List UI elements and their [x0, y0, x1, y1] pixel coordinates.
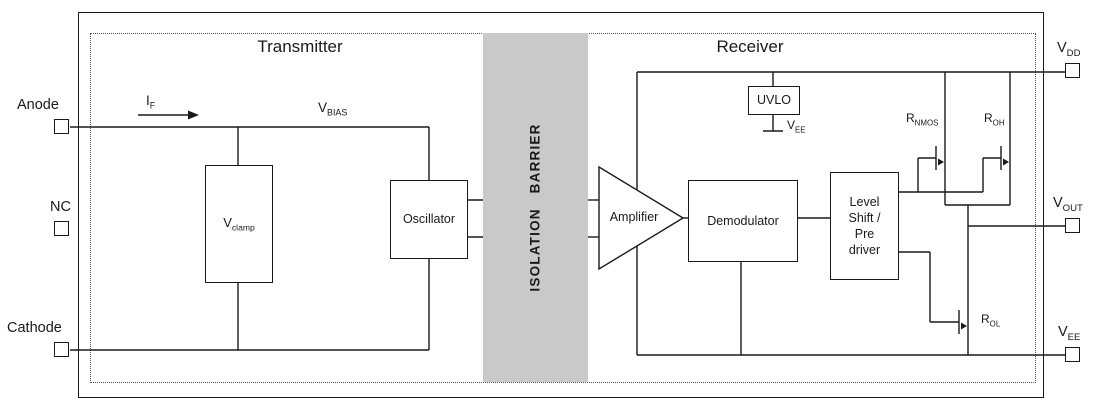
isolation-barrier: ISOLATION BARRIER	[483, 33, 588, 382]
coupling-wires	[466, 199, 599, 238]
cathode-pin	[54, 342, 69, 357]
demodulator-block: Demodulator	[688, 180, 798, 262]
level-shift-line4: driver	[848, 243, 881, 258]
amplifier-triangle	[598, 165, 688, 271]
rol-label: ROL	[981, 312, 1001, 329]
vbias-label: VBIAS	[318, 100, 348, 118]
uvlo-vee-label: VEE	[787, 118, 806, 135]
vdd-pin	[1065, 63, 1080, 78]
cathode-label: Cathode	[7, 320, 62, 336]
level-shift-line3: Pre	[854, 227, 875, 241]
demodulator-wires	[740, 217, 830, 355]
anode-pin	[54, 119, 69, 134]
uvlo-wires	[763, 72, 783, 132]
vclamp-block-label: Vclamp	[223, 214, 255, 233]
output-node-wires	[945, 204, 1065, 355]
level-shift-block: Level Shift / Pre driver	[830, 172, 899, 280]
amplifier-label: Amplifier	[609, 210, 659, 224]
uvlo-block-label: UVLO	[756, 93, 792, 108]
receiver-title: Receiver	[716, 37, 784, 56]
vclamp-block: Vclamp	[205, 165, 273, 283]
mosfet-roh	[1000, 72, 1011, 205]
demodulator-block-label: Demodulator	[707, 213, 779, 228]
vee-label: VEE	[1058, 324, 1081, 343]
level-shift-line1: Level	[849, 194, 880, 209]
transmitter-wires	[70, 126, 430, 351]
nc-pin	[54, 221, 69, 236]
vee-pin	[1065, 347, 1080, 362]
if-current-arrow	[138, 110, 199, 120]
chip-outline	[78, 12, 1044, 398]
transmitter-title: Transmitter	[257, 37, 343, 56]
mosfet-rol	[958, 310, 967, 334]
anode-label: Anode	[17, 97, 59, 113]
gate-drive-wires	[898, 157, 1001, 323]
roh-label: ROH	[984, 111, 1005, 128]
oscillator-block-label: Oscillator	[402, 212, 456, 227]
nc-label: NC	[50, 199, 71, 215]
oscillator-block: Oscillator	[390, 180, 468, 259]
level-shift-line2: Shift /	[848, 210, 881, 225]
vdd-label: VDD	[1057, 40, 1081, 59]
uvlo-block: UVLO	[748, 86, 800, 115]
if-current-label: IF	[146, 93, 156, 111]
vout-pin	[1065, 218, 1080, 233]
mosfet-rnmos	[935, 72, 946, 205]
rnmos-label: RNMOS	[906, 111, 939, 128]
vout-label: VOUT	[1053, 195, 1083, 214]
